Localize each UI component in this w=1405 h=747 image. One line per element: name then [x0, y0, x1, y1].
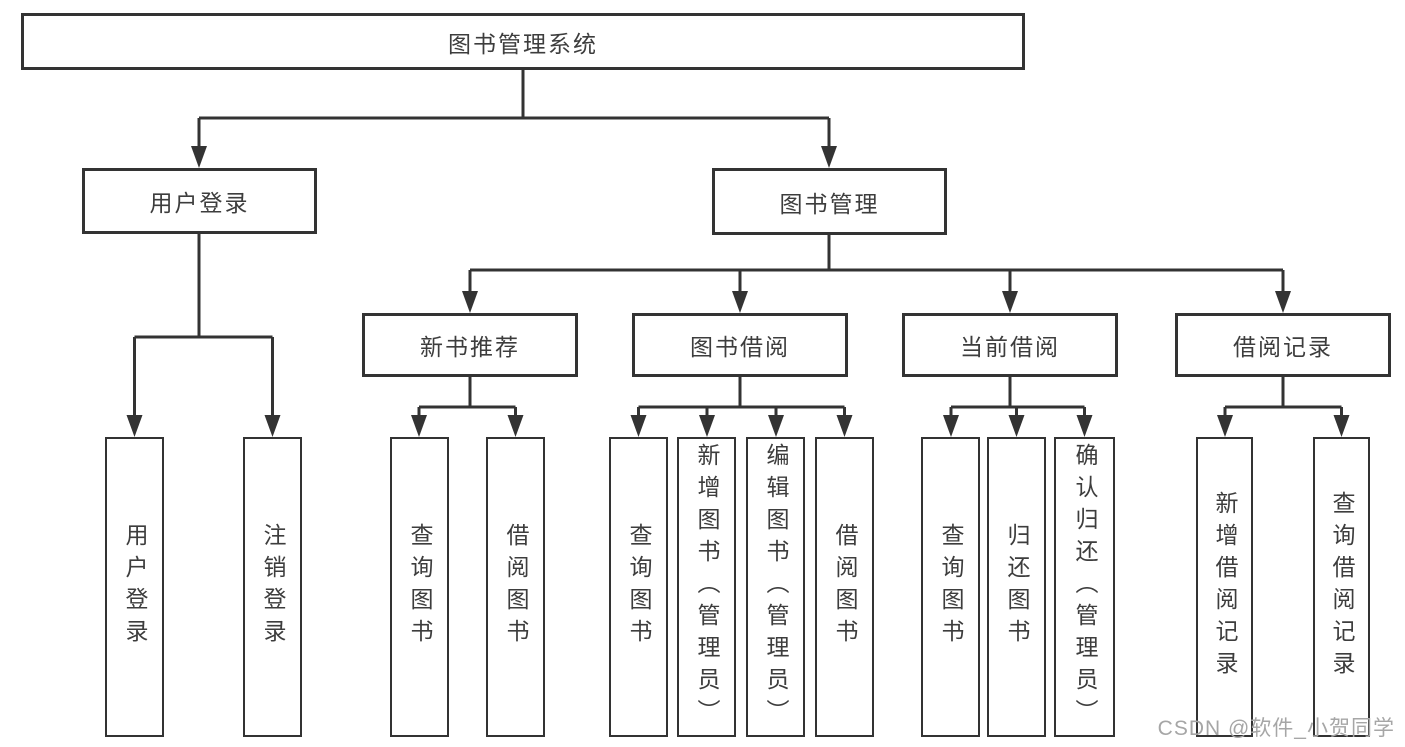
leaf-borrow-books: 借阅图书 — [815, 437, 874, 737]
node-label: 图书管理系统 — [448, 30, 598, 57]
leaf-confirm-return-admin: 确认归还（管理员） — [1054, 437, 1115, 737]
node-label: 归还图书 — [1004, 523, 1030, 651]
node-label: 编辑图书（管理员） — [763, 443, 789, 731]
node-label: 新增图书（管理员） — [694, 443, 720, 731]
leaf-edit-books-admin: 编辑图书（管理员） — [746, 437, 805, 737]
leaf-add-borrow-record: 新增借阅记录 — [1196, 437, 1253, 737]
leaf-return-books: 归还图书 — [987, 437, 1046, 737]
node-label: 确认归还（管理员） — [1072, 443, 1098, 731]
node-label: 查询借阅记录 — [1329, 491, 1355, 683]
node-label: 查询图书 — [407, 523, 433, 651]
leaf-borrow-books-recommend: 借阅图书 — [486, 437, 545, 737]
node-user-login: 用户登录 — [82, 168, 317, 234]
node-label: 借阅图书 — [832, 523, 858, 651]
node-current-borrowing: 当前借阅 — [902, 313, 1118, 377]
node-label: 图书借阅 — [690, 334, 790, 360]
node-label: 新书推荐 — [420, 334, 520, 360]
node-label: 借阅图书 — [503, 523, 529, 651]
leaf-query-books-borrow: 查询图书 — [609, 437, 668, 737]
leaf-logout-login: 注销登录 — [243, 437, 302, 737]
node-label: 用户登录 — [149, 190, 250, 216]
leaf-query-borrow-record: 查询借阅记录 — [1313, 437, 1370, 737]
leaf-query-books-recommend: 查询图书 — [390, 437, 449, 737]
node-label: 查询图书 — [938, 523, 964, 651]
node-label: 图书管理 — [779, 190, 880, 217]
node-label: 用户登录 — [122, 523, 148, 651]
csdn-watermark: CSDN @软件_小贺同学 — [1157, 717, 1395, 740]
node-label: 注销登录 — [260, 523, 286, 651]
node-book-borrowing: 图书借阅 — [632, 313, 848, 377]
leaf-add-books-admin: 新增图书（管理员） — [677, 437, 736, 737]
node-library-management-system: 图书管理系统 — [21, 13, 1025, 70]
node-borrowing-records: 借阅记录 — [1175, 313, 1391, 377]
node-label: 当前借阅 — [960, 334, 1060, 360]
node-label: 新增借阅记录 — [1212, 491, 1238, 683]
node-book-management: 图书管理 — [712, 168, 947, 235]
node-label: 查询图书 — [626, 523, 652, 651]
node-label: 借阅记录 — [1233, 334, 1333, 360]
leaf-query-books-current: 查询图书 — [921, 437, 980, 737]
leaf-user-login: 用户登录 — [105, 437, 164, 737]
node-new-book-recommendation: 新书推荐 — [362, 313, 578, 377]
